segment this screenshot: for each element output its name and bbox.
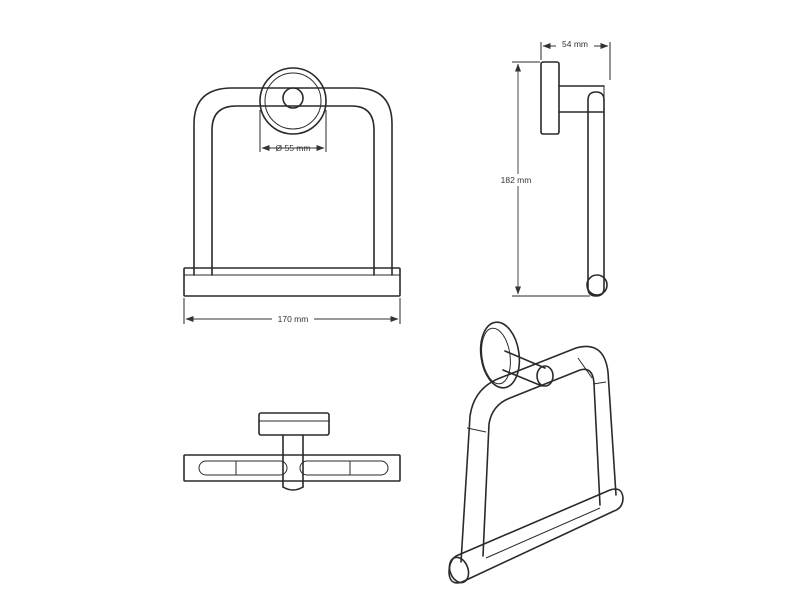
front-view: Ø 55 mm 170 mm	[183, 67, 401, 324]
depth-dimension-label: 54 mm	[562, 39, 588, 49]
height-dimension-label: 182 mm	[501, 175, 532, 185]
diameter-dimension-label: Ø 55 mm	[276, 143, 311, 153]
side-view: 54 mm 182 mm	[496, 38, 611, 297]
top-view	[183, 412, 401, 491]
isometric-view	[448, 321, 624, 584]
width-dimension-label: 170 mm	[278, 314, 309, 324]
